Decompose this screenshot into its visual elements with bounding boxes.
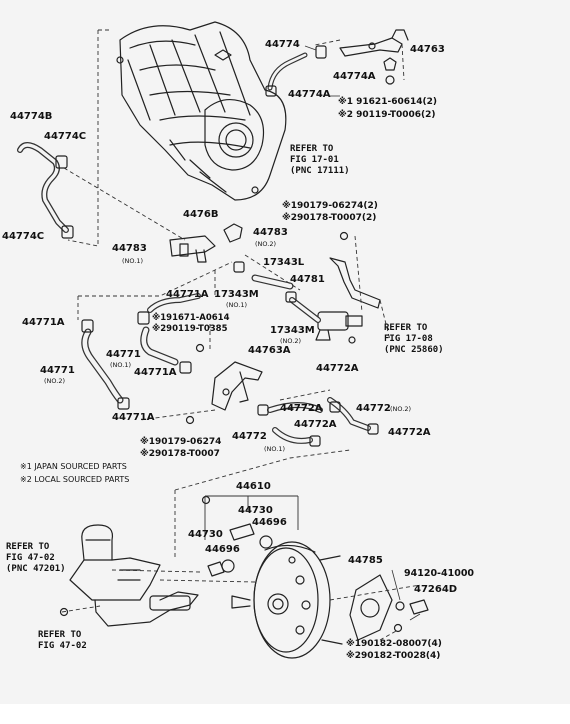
label-44785: 44785	[348, 555, 383, 566]
label-91621: ※1 91621-60614(2)	[338, 97, 437, 107]
master-cylinder	[59, 524, 199, 627]
label-44771a-1: 44771A	[166, 289, 209, 300]
label-44772a-1: 44772A	[316, 363, 359, 374]
label-290178-1: ※290178-T0007(2)	[282, 213, 377, 223]
label-44763: 44763	[410, 44, 445, 55]
label-44771a-4: 44771A	[112, 412, 155, 423]
label-44771-2: 44771	[40, 365, 75, 376]
vsv-valve	[315, 311, 363, 344]
label-44696-1: 44696	[252, 517, 287, 528]
note-local-sourced: ※2 LOCAL SOURCED PARTS	[20, 475, 130, 484]
refer-fig-17-08: REFER TO FIG 17-08 (PNC 25860)	[384, 323, 444, 355]
label-44774c-1: 44774C	[44, 131, 87, 142]
label-44772-2: 44772	[356, 403, 391, 414]
label-44783-1: 44783	[112, 243, 147, 254]
label-44771-2-sub: (NO.2)	[44, 377, 65, 385]
label-44730-2: 44730	[188, 529, 223, 540]
label-94120: 94120-41000	[404, 568, 475, 579]
refer-fig-47-02-pnc: REFER TO FIG 47-02 (PNC 47201)	[6, 542, 66, 574]
label-90119-1: ※2 90119-T0006(2)	[338, 110, 436, 120]
label-44771a-2: 44771A	[22, 317, 65, 328]
label-17343m-2: 17343M	[270, 325, 315, 336]
label-44772-1: 44772	[232, 431, 267, 442]
label-44774b: 44774B	[10, 111, 53, 122]
label-47264d: 47264D	[414, 584, 458, 595]
pipe-44763a	[211, 361, 263, 411]
label-44783-2: 44783	[253, 227, 288, 238]
label-44783-2-sub: (NO.2)	[255, 240, 276, 248]
label-44781: 44781	[290, 274, 325, 285]
label-290119-2: ※290119-T0385	[152, 324, 228, 334]
label-17343m-2-sub: (NO.2)	[280, 337, 301, 345]
label-44772-1-sub: (NO.1)	[264, 445, 285, 453]
bracket-44781	[329, 257, 381, 309]
label-44774: 44774	[265, 39, 300, 50]
label-4476b: 4476B	[183, 209, 219, 220]
label-17343m-1-sub: (NO.1)	[226, 301, 247, 309]
label-190182: ※190182-08007(4)	[346, 639, 442, 649]
brake-booster	[231, 541, 343, 659]
label-191671: ※191671-A0614	[152, 313, 230, 323]
refer-fig-47-02: REFER TO FIG 47-02	[38, 630, 87, 651]
label-17343l: 17343L	[263, 257, 305, 268]
label-44763a: 44763A	[248, 345, 291, 356]
label-44774a-2: 44774A	[288, 89, 331, 100]
refer-fig-17-01: REFER TO FIG 17-01 (PNC 17111)	[290, 144, 350, 176]
label-44772a-3: 44772A	[294, 419, 337, 430]
label-90179-1: ※190179-06274(2)	[282, 201, 378, 211]
union-4476b	[169, 223, 243, 263]
label-290182: ※290182-T0028(4)	[346, 651, 441, 661]
gasket-44785	[349, 574, 393, 641]
label-44774c-2: 44774C	[2, 231, 45, 242]
pipe-44763	[339, 29, 409, 85]
label-44772-2-sub: (NO.2)	[390, 405, 411, 413]
label-44771-1-sub: (NO.1)	[110, 361, 131, 369]
label-290178-2: ※290178-T0007	[140, 449, 220, 459]
label-90179-2: ※190179-06274	[140, 437, 222, 447]
label-44610: 44610	[236, 481, 271, 492]
label-44730-1: 44730	[238, 505, 273, 516]
label-44772a-2: 44772A	[280, 403, 323, 414]
note-japan-sourced: ※1 JAPAN SOURCED PARTS	[20, 462, 127, 471]
label-44771a-3: 44771A	[134, 367, 177, 378]
label-44772a-4: 44772A	[388, 427, 431, 438]
intake-manifold	[116, 21, 287, 201]
label-44774a-1: 44774A	[333, 71, 376, 82]
label-44696-2: 44696	[205, 544, 240, 555]
label-17343m-1: 17343M	[214, 289, 259, 300]
label-44783-1-sub: (NO.1)	[122, 257, 143, 265]
label-44771-1: 44771	[106, 349, 141, 360]
hose-44774b	[17, 142, 69, 233]
